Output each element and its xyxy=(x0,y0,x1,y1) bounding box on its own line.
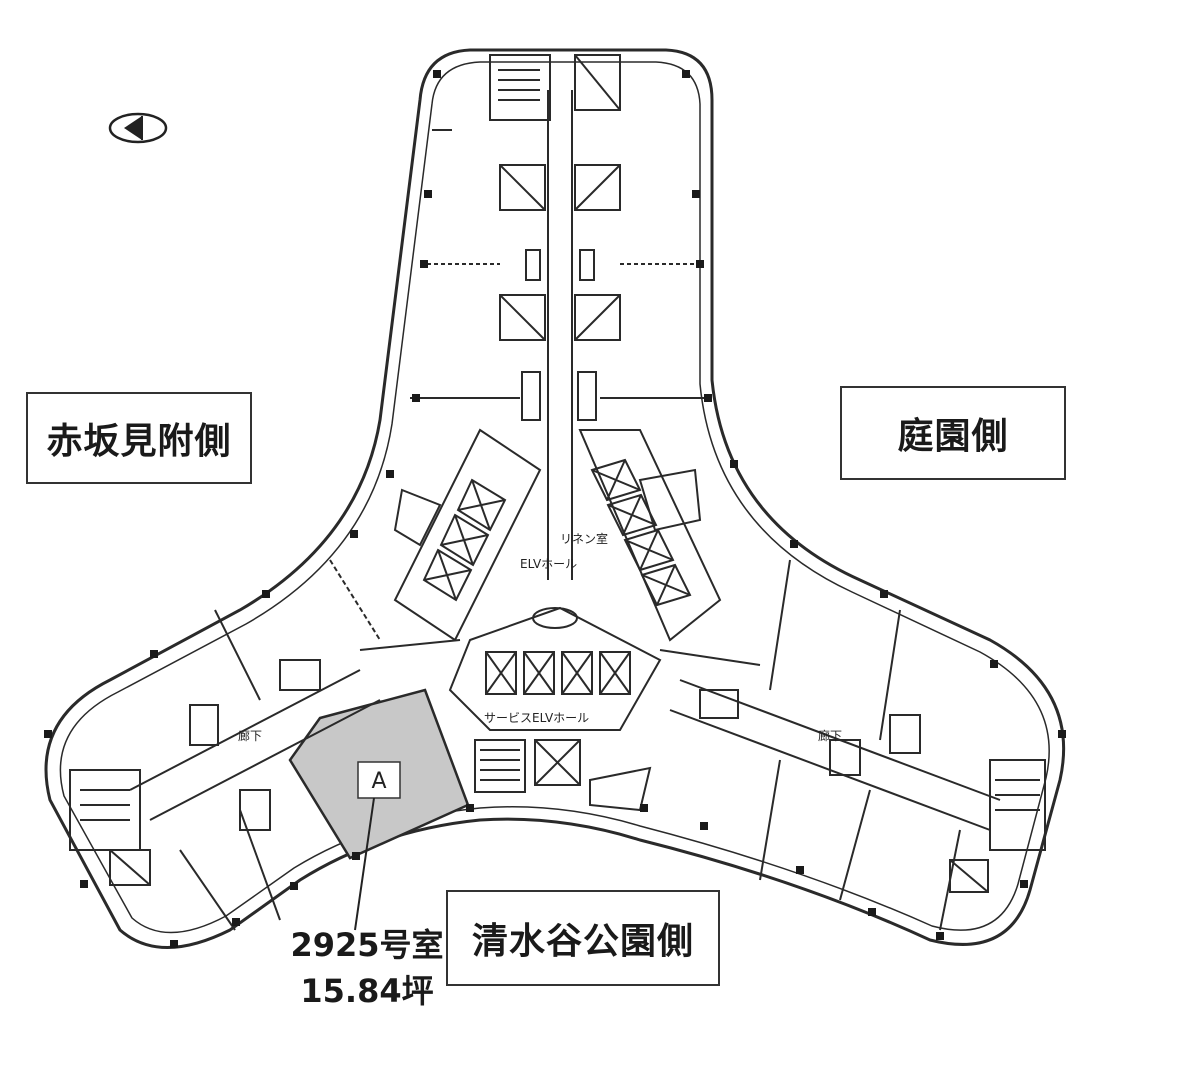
elv-core xyxy=(359,428,761,812)
left-wing xyxy=(69,559,381,931)
linen-room-label: リネン室 xyxy=(560,531,608,546)
room-marker: A xyxy=(371,769,386,794)
north-wing xyxy=(410,54,710,580)
room-2925[interactable]: A xyxy=(288,688,470,931)
building-outline xyxy=(44,48,1066,949)
columns xyxy=(44,70,1066,948)
garden-side-text: 庭園側 xyxy=(897,416,1009,457)
garden-side-label: 庭園側 xyxy=(840,386,1066,480)
room-info: 2925号室 15.84坪 xyxy=(272,922,462,1014)
akasaka-side-text: 赤坂見附側 xyxy=(46,421,232,462)
shimizudani-side-text: 清水谷公園側 xyxy=(471,921,694,962)
room-number: 2925号室 xyxy=(290,926,444,964)
right-wing xyxy=(669,559,1046,931)
corridor-right-label: 廊下 xyxy=(818,728,842,743)
shimizudani-side-label: 清水谷公園側 xyxy=(446,890,720,986)
elv-hall-label: ELVホール xyxy=(520,557,577,571)
north-arrow-icon xyxy=(108,112,168,144)
service-elv-hall-label: サービスELVホール xyxy=(484,711,589,725)
room-area: 15.84坪 xyxy=(300,972,434,1010)
akasaka-side-label: 赤坂見附側 xyxy=(26,392,252,484)
corridor-left-label: 廊下 xyxy=(238,728,262,743)
